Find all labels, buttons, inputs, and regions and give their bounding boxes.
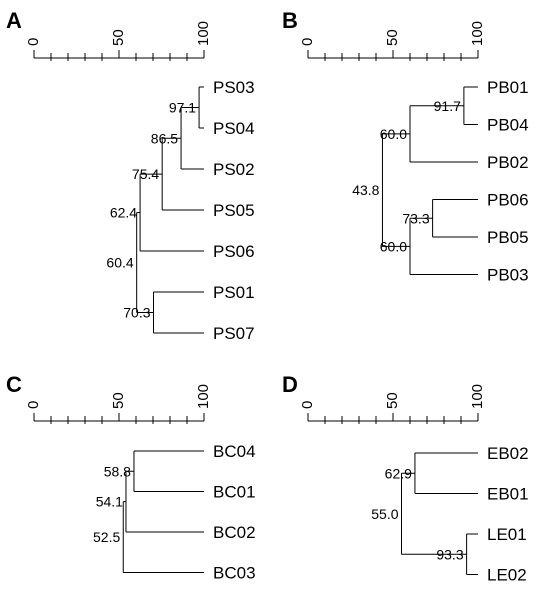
node-similarity-label: 54.1 xyxy=(96,494,123,510)
leaf-label: PB03 xyxy=(487,266,529,285)
panel-letter: C xyxy=(6,372,22,397)
leaf-label: BC01 xyxy=(213,483,256,502)
scale-tick-label: 0 xyxy=(25,401,42,409)
leaf-label: PS06 xyxy=(213,242,255,261)
scale-tick-label: 0 xyxy=(25,38,42,46)
node-similarity-label: 52.5 xyxy=(93,529,120,545)
leaf-label: PS03 xyxy=(213,78,255,97)
leaf-label: PS05 xyxy=(213,201,255,220)
leaf-label: PB05 xyxy=(487,228,529,247)
node-similarity-label: 62.4 xyxy=(110,205,137,221)
leaf-label: PS01 xyxy=(213,283,255,302)
leaf-label: EB01 xyxy=(487,485,529,504)
leaf-label: PB02 xyxy=(487,153,529,172)
leaf-label: BC03 xyxy=(213,564,256,583)
node-similarity-label: 55.0 xyxy=(371,506,398,522)
node-similarity-label: 43.8 xyxy=(352,182,379,198)
scale-tick-label: 100 xyxy=(469,384,486,409)
leaf-label: BC04 xyxy=(213,442,256,461)
scale-tick-label: 100 xyxy=(195,384,212,409)
panel-letter: A xyxy=(6,8,22,33)
leaf-label: PS07 xyxy=(213,324,255,343)
scale-tick-label: 50 xyxy=(384,392,401,409)
scale-tick-label: 50 xyxy=(110,392,127,409)
leaf-label: PB06 xyxy=(487,191,529,210)
leaf-label: PS02 xyxy=(213,160,255,179)
leaf-label: PB04 xyxy=(487,116,529,135)
leaf-label: EB02 xyxy=(487,444,529,463)
scale-tick-label: 0 xyxy=(299,38,316,46)
scale-tick-label: 100 xyxy=(195,21,212,46)
leaf-label: LE01 xyxy=(487,525,527,544)
leaf-label: PB01 xyxy=(487,78,529,97)
scale-tick-label: 50 xyxy=(110,29,127,46)
scale-tick-label: 0 xyxy=(299,401,316,409)
node-similarity-label: 62.9 xyxy=(385,465,412,481)
node-similarity-label: 60.4 xyxy=(106,255,133,271)
leaf-label: LE02 xyxy=(487,566,527,585)
leaf-label: BC02 xyxy=(213,523,256,542)
scale-tick-label: 100 xyxy=(469,21,486,46)
scale-tick-label: 50 xyxy=(384,29,401,46)
panel-letter: B xyxy=(282,8,298,33)
leaf-label: PS04 xyxy=(213,119,255,138)
node-similarity-label: 58.8 xyxy=(104,463,131,479)
panel-letter: D xyxy=(282,372,298,397)
